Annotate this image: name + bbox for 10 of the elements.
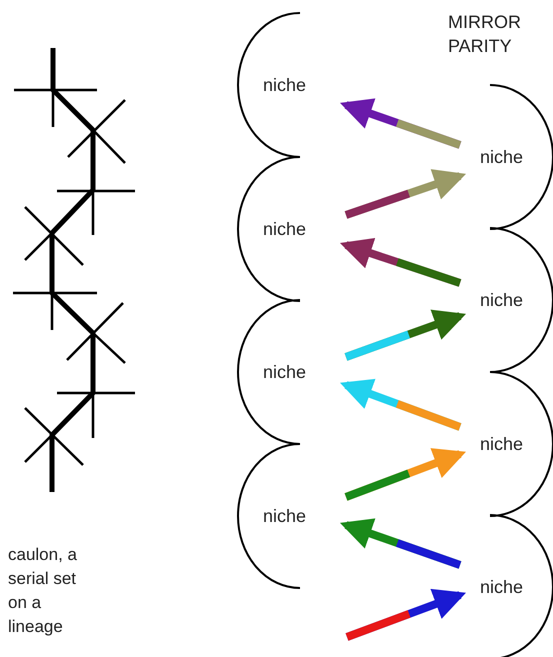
niche-label: niche [480, 290, 524, 310]
niche-label: niche [480, 576, 524, 598]
heading-label: MIRROR PARITY [448, 11, 522, 58]
niche-label: niche [263, 218, 306, 240]
niche-label: niche [263, 74, 306, 96]
niche-label: niche [480, 434, 524, 454]
niche-label: niche [263, 362, 306, 382]
niche-label: niche [263, 506, 306, 526]
niche-label: niche [480, 146, 524, 168]
caption-label: caulon, a serial set on a lineage [8, 544, 78, 638]
